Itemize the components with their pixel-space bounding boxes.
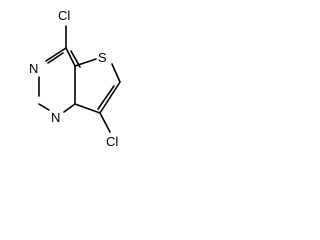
atom-n1: N	[51, 110, 60, 125]
atom-cl-top: Cl	[58, 8, 70, 23]
bond-c7-c7a	[74, 103, 101, 114]
atom-cl-bottom: Cl	[106, 134, 118, 149]
bond-c2-n1	[38, 103, 50, 111]
bond-c4-n3	[45, 47, 67, 62]
atom-s: S	[98, 50, 107, 65]
bond-c4a-c4	[65, 47, 76, 67]
bond-s-c6	[111, 63, 121, 83]
chemical-structure: Cl N N S Cl	[29, 8, 121, 149]
bond-n1-c7a	[63, 103, 76, 113]
bond-c6-c7	[99, 81, 121, 114]
bond-c4a-s	[74, 58, 97, 67]
atom-n3: N	[29, 61, 38, 76]
bond-c6-c7-double	[97, 85, 115, 110]
bond-c4-n3-double	[47, 52, 64, 64]
bond-c7-cl	[99, 112, 111, 133]
